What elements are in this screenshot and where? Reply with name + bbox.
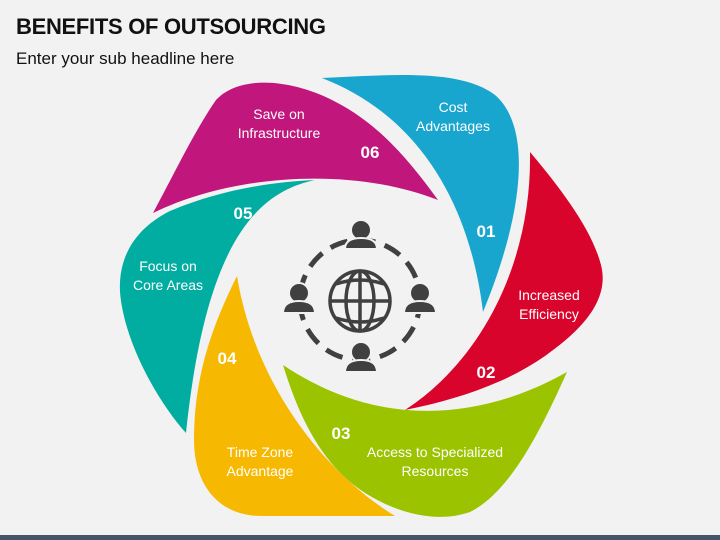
petal-03-number: 03 — [331, 424, 351, 443]
petal-05-number: 05 — [233, 204, 253, 223]
page-subtitle: Enter your sub headline here — [16, 49, 235, 68]
person-icon-right — [402, 282, 438, 314]
globe-icon — [328, 269, 392, 333]
page-title: BENEFITS OF OUTSOURCING — [16, 14, 326, 39]
person-icon-bottom — [343, 341, 379, 373]
petal-01 — [322, 75, 519, 313]
petal-06 — [153, 82, 438, 213]
petal-03 — [283, 365, 567, 517]
petal-01-number: 01 — [476, 222, 496, 241]
person-icon-left — [281, 282, 317, 314]
petal-06-number: 06 — [360, 143, 380, 162]
petal-04 — [194, 276, 395, 516]
petal-04-number: 04 — [217, 349, 237, 368]
footer-bar — [0, 535, 720, 540]
petal-02-number: 02 — [476, 363, 496, 382]
global-team-icon — [281, 219, 438, 373]
petal-05 — [119, 180, 316, 433]
petal-02 — [405, 152, 603, 410]
person-icon-top — [343, 219, 379, 250]
